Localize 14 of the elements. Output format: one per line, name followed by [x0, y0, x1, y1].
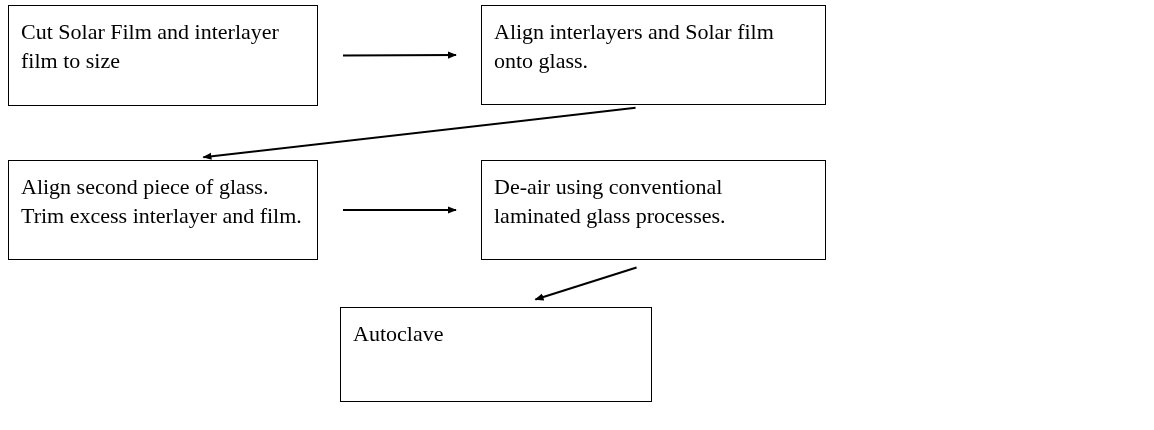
- step-text: Align interlayers and Solar film onto glass.: [494, 18, 775, 75]
- step-text: Align second piece of glass. Trim excess interlayer and film.: [21, 173, 303, 230]
- process-box: [340, 307, 652, 402]
- process-box: [481, 160, 826, 260]
- arrow: [202, 106, 637, 160]
- process-box: [481, 5, 826, 105]
- process-box: [8, 160, 318, 260]
- step-text: Autoclave: [353, 320, 445, 348]
- arrow: [534, 266, 638, 301]
- step-text: De-air using conventional laminated glass processes.: [494, 173, 727, 230]
- arrow: [342, 51, 457, 59]
- step-text: Cut Solar Film and interlayer film to size: [21, 18, 280, 75]
- arrow: [342, 206, 457, 214]
- process-box: [8, 5, 318, 106]
